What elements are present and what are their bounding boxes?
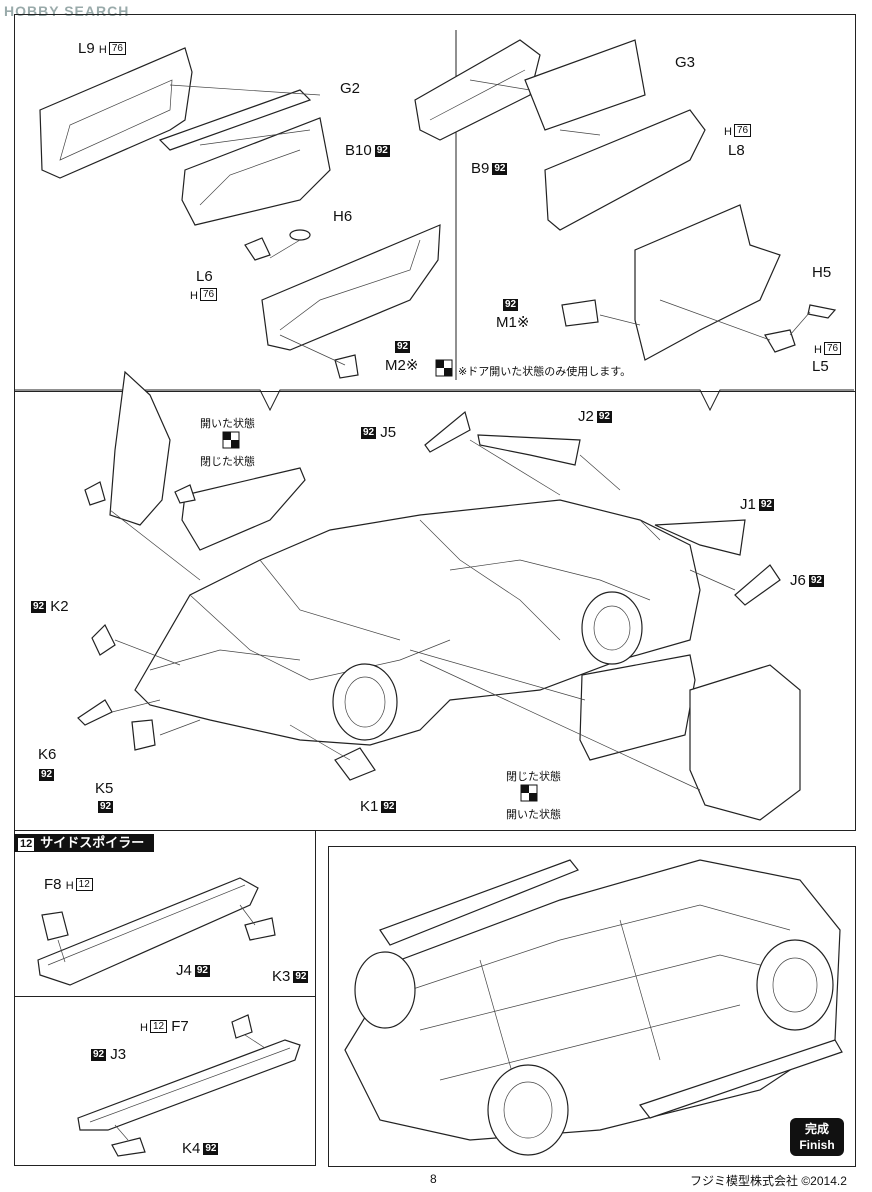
part-label-k5: K5 — [95, 780, 114, 797]
part-label-h5: H5 — [812, 264, 832, 281]
part-label-k2: 92 K2 — [31, 598, 69, 615]
open-state-label-bottom: 開いた状態 — [506, 809, 561, 821]
part-label-g3: G3 — [675, 54, 696, 71]
part-label-l8: L8 — [728, 142, 745, 159]
page-number: 8 — [430, 1172, 437, 1186]
door-open-note: ※ドア開いた状態のみ使用します。 — [458, 366, 632, 378]
part-color-k5: 92 — [98, 801, 114, 813]
closed-state-label-top: 開いた状態 — [200, 418, 255, 430]
closed-state-label-bottom: 閉じた状態 — [506, 771, 561, 783]
bottom-right-frame — [328, 846, 856, 1167]
part-label-m1: M1※ — [496, 314, 530, 331]
part-label-m2: M2※ — [385, 357, 419, 374]
part-label-g2: G2 — [340, 80, 361, 97]
part-color-m2: 92 — [395, 341, 411, 353]
part-label-j5: 92 J5 — [361, 424, 397, 441]
bottom-left-frame-a — [14, 830, 316, 997]
copyright: フジミ模型株式会社 ©2014.2 — [690, 1174, 847, 1188]
part-color-m1: 92 — [503, 299, 519, 311]
part-label-j3: 92 J3 — [91, 1046, 127, 1063]
watermark-logo: HOBBY SEARCH — [4, 3, 130, 19]
part-label-l5: L5 — [812, 358, 829, 375]
middle-panel-frame — [14, 390, 856, 831]
part-color-k6: 92 — [39, 769, 55, 781]
open-state-label-top: 閉じた状態 — [200, 456, 255, 468]
part-label-h6: H6 — [333, 208, 353, 225]
bottom-left-frame-b — [14, 995, 316, 1166]
part-label-l6: L6 — [196, 268, 213, 285]
top-panel-frame — [14, 14, 856, 392]
part-label-k6: K6 — [38, 746, 57, 763]
